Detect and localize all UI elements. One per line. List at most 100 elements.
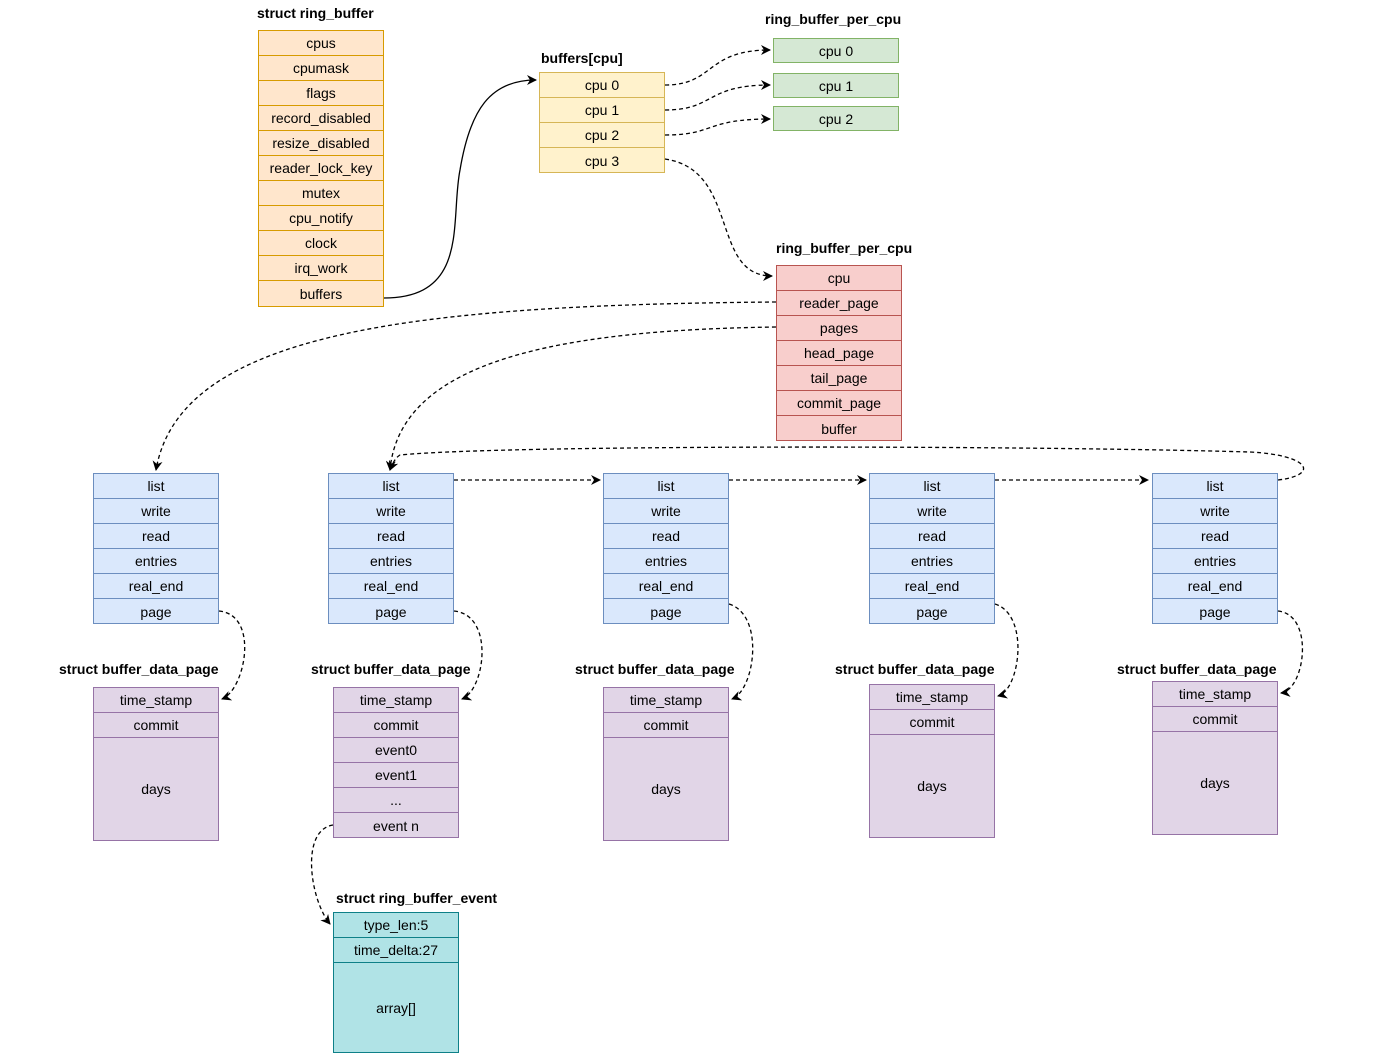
arrow-reader-page [152,301,777,471]
buffer-page-4: list write read entries real_end page [869,473,995,624]
data-page-4: time_stamp commit days [869,684,995,838]
data-page-5: time_stamp commit days [1152,681,1278,835]
buffer-page-field: read [329,524,453,549]
buffers-cell: cpu 3 [584,152,620,169]
arrow-page-1 [218,610,246,701]
data-page-body: days [917,778,947,794]
arrow-event-n [310,824,334,925]
buffers-cell: cpu 2 [540,123,664,148]
buffer-page-field: write [604,499,728,524]
data-page-title-2: struct buffer_data_page [311,661,471,677]
buffer-page-field: write [1153,499,1277,524]
per-cpu-small-title: ring_buffer_per_cpu [765,11,902,27]
arrow-page-3 [728,603,754,701]
buffer-page-field: list [604,474,728,499]
arrow-page-5 [1277,610,1304,697]
arrow-buffers-to-array [383,75,537,299]
per-cpu-box-label: cpu 0 [818,42,854,59]
buffer-page-field: page [650,603,682,620]
buffers-cell: cpu 0 [540,73,664,98]
ring-buffer-field: clock [259,231,383,256]
arrow-list-wrap [388,446,1305,481]
buffer-page-field: write [329,499,453,524]
data-page-event: event n [373,817,419,834]
buffer-page-field: real_end [604,574,728,599]
buffer-page-field: write [94,499,218,524]
data-page-2: time_stamp commit event0 event1 ... even… [333,687,459,838]
per-cpu-field: pages [777,316,901,341]
arrow-page-4 [994,603,1019,699]
buffer-page-2: list write read entries real_end page [328,473,454,624]
per-cpu-box-label: cpu 1 [818,77,854,94]
data-page-1: time_stamp commit days [93,687,219,841]
data-page-body: days [141,781,171,797]
data-page-body: days [651,781,681,797]
buffer-page-field: list [329,474,453,499]
data-page-field: commit [94,713,218,738]
per-cpu-field: cpu [777,266,901,291]
buffers-array: cpu 0 cpu 1 cpu 2 cpu 3 [539,72,665,173]
ring-buffer-field: flags [259,81,383,106]
event-field: type_len:5 [334,913,458,938]
data-page-event: ... [334,788,458,813]
data-page-field: time_stamp [604,688,728,713]
buffer-page-field: real_end [94,574,218,599]
buffer-page-5: list write read entries real_end page [1152,473,1278,624]
per-cpu-field: reader_page [777,291,901,316]
data-page-body: days [1200,775,1230,791]
ring-buffer-field: reader_lock_key [259,156,383,181]
data-page-event: event0 [334,738,458,763]
buffer-page-field: read [94,524,218,549]
arrow-page-2 [453,610,483,701]
buffers-cell: cpu 1 [540,98,664,123]
ring-buffer-field: cpumask [259,56,383,81]
buffer-page-field: page [375,603,407,620]
data-page-field: time_stamp [94,688,218,713]
buffer-page-field: list [94,474,218,499]
data-page-field: commit [604,713,728,738]
data-page-field: time_stamp [1153,682,1277,707]
buffer-page-field: list [870,474,994,499]
event-struct: type_len:5 time_delta:27 array[] [333,912,459,1053]
ring-buffer-field: cpus [259,31,383,56]
per-cpu-field: head_page [777,341,901,366]
buffer-page-field: write [870,499,994,524]
buffer-page-field: page [1199,603,1231,620]
event-title: struct ring_buffer_event [336,890,498,906]
buffer-page-field: entries [94,549,218,574]
ring-buffer-struct: cpus cpumask flags record_disabled resiz… [258,30,384,307]
ring-buffer-field: resize_disabled [259,131,383,156]
data-page-3: time_stamp commit days [603,687,729,841]
buffer-page-field: entries [329,549,453,574]
per-cpu-box-1: cpu 1 [773,73,899,98]
buffer-page-1: list write read entries real_end page [93,473,219,624]
ring-buffer-title: struct ring_buffer [257,5,374,21]
buffer-page-field: read [1153,524,1277,549]
data-page-event: event1 [334,763,458,788]
ring-buffer-field: irq_work [259,256,383,281]
per-cpu-box-label: cpu 2 [818,110,854,127]
event-body: array[] [376,999,416,1016]
arrow-cpu1 [664,80,771,111]
ring-buffer-field: mutex [259,181,383,206]
data-page-title-4: struct buffer_data_page [835,661,995,677]
buffer-page-field: real_end [329,574,453,599]
per-cpu-struct: cpu reader_page pages head_page tail_pag… [776,265,902,441]
data-page-field: time_stamp [334,688,458,713]
buffer-page-field: list [1153,474,1277,499]
ring-buffer-field: buffers [299,285,343,302]
arrow-cpu3 [664,158,773,281]
event-field: time_delta:27 [334,938,458,963]
buffer-page-field: read [870,524,994,549]
ring-buffer-field: record_disabled [259,106,383,131]
per-cpu-box-2: cpu 2 [773,106,899,131]
buffer-page-field: real_end [1153,574,1277,599]
per-cpu-box-0: cpu 0 [773,38,899,63]
buffer-page-field: real_end [870,574,994,599]
arrow-cpu0 [664,45,771,86]
arrow-pages [385,326,777,471]
ring-buffer-field: cpu_notify [259,206,383,231]
data-page-field: commit [1153,707,1277,732]
arrow-cpu2 [664,114,771,136]
